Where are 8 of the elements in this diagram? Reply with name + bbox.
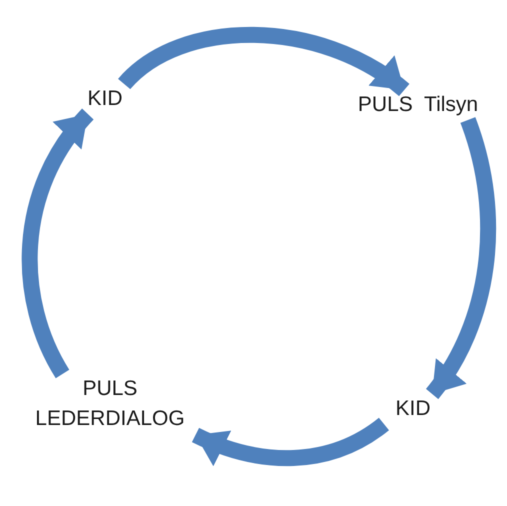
cycle-step-label: KID	[72, 84, 138, 114]
cycle-step-label: PULS LEDERDIALOG	[15, 374, 205, 435]
curved-arrow	[118, 26, 410, 96]
cycle-step-label: PULS Tilsyn	[332, 90, 504, 120]
curved-arrow	[426, 117, 496, 399]
curved-arrow	[192, 418, 389, 466]
curved-arrow	[22, 108, 94, 378]
cycle-step-label: KID	[380, 394, 446, 424]
